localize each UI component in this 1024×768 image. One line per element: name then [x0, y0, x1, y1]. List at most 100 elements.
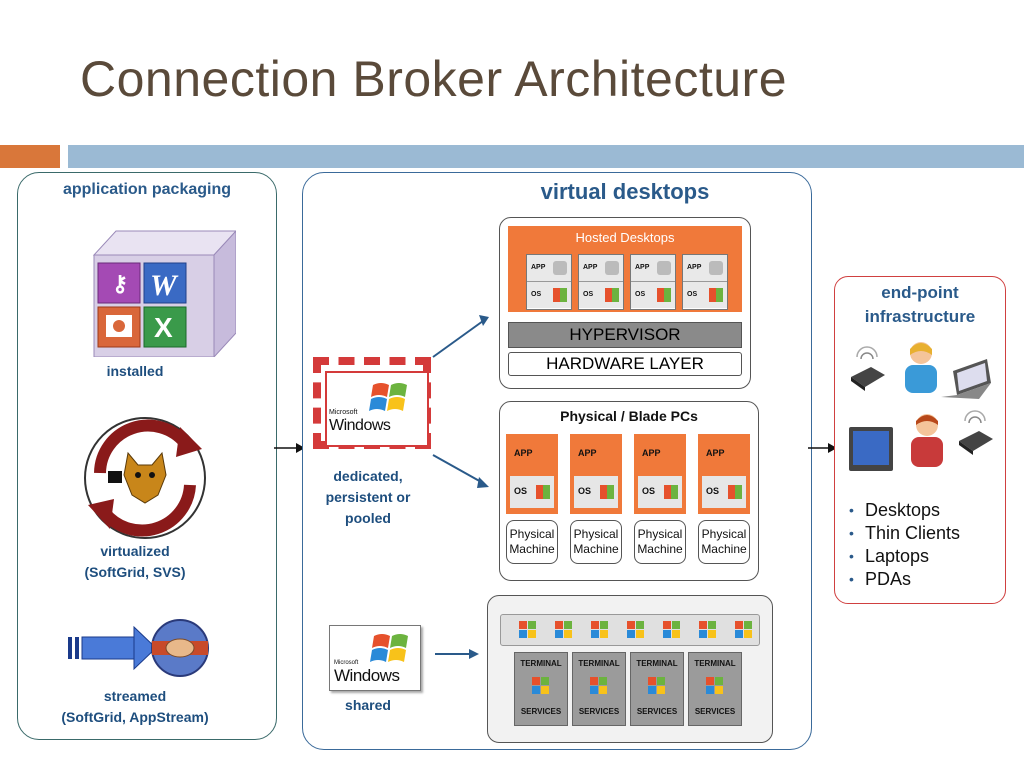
windows-flag-icons — [519, 621, 752, 638]
os-label: OS — [706, 486, 720, 496]
hosted-desktops-box: Hosted Desktops APP OS APP OS APP OS APP… — [499, 217, 751, 389]
virtualized-app-icon — [84, 417, 206, 539]
svg-text:⚷: ⚷ — [112, 271, 128, 296]
windows-flag-icon — [728, 485, 742, 499]
app-label: APP — [642, 448, 661, 458]
hosted-desktops-title: Hosted Desktops — [575, 230, 675, 245]
list-item: Laptops — [847, 545, 960, 568]
os-label: OS — [514, 486, 528, 496]
windows-flag-icon — [600, 485, 614, 499]
physical-pc: APP OS — [698, 434, 750, 514]
virtualized-sublabel: (SoftGrid, SVS) — [84, 564, 186, 580]
arrow-to-physical — [432, 454, 489, 488]
arrow-packaging-to-desktops — [274, 443, 305, 453]
windows-flag-icon — [370, 634, 408, 662]
terminal-services-server: TERMINAL SERVICES — [688, 652, 742, 726]
list-item: Desktops — [847, 499, 960, 522]
physical-pc: APP OS — [570, 434, 622, 514]
arrow-desktops-to-endpoints — [808, 443, 837, 453]
persistent-label: persistent or — [325, 489, 411, 505]
application-packaging-panel: application packaging ⚷ W X installed vi… — [17, 172, 277, 740]
streamed-app-icon — [68, 619, 209, 677]
windows-flag-icon — [605, 288, 619, 302]
app-label: APP — [687, 264, 702, 271]
windows-flag-icon — [536, 485, 550, 499]
os-label: OS — [531, 291, 542, 298]
windows-flag-icon — [706, 677, 723, 694]
windows-small-text: Microsoft — [334, 660, 359, 666]
hosted-desktops-area: Hosted Desktops APP OS APP OS APP OS APP… — [508, 226, 742, 312]
app-label: APP — [706, 448, 725, 458]
hosted-vm: APP OS — [578, 254, 624, 310]
hosted-vm: APP OS — [682, 254, 728, 310]
installed-label: installed — [106, 363, 164, 379]
hardware-layer: HARDWARE LAYER — [508, 352, 742, 376]
pooled-label: pooled — [345, 510, 391, 526]
windows-big-text: Windows — [334, 666, 400, 685]
hypervisor-layer: HYPERVISOR — [508, 322, 742, 348]
terminal-services-server: TERMINAL SERVICES — [514, 652, 568, 726]
app-label: APP — [635, 264, 650, 271]
arrow-to-terminal — [435, 649, 479, 659]
hosted-vm: APP OS — [526, 254, 572, 310]
app-label: APP — [514, 448, 533, 458]
svg-text:W: W — [150, 269, 179, 302]
virtual-desktops-title: virtual desktops — [540, 179, 710, 204]
os-label: OS — [635, 291, 646, 298]
app-label: APP — [531, 264, 546, 271]
terminal-services-server: TERMINAL SERVICES — [630, 652, 684, 726]
windows-shared-logo: Microsoft Windows — [329, 625, 421, 691]
infrastructure-title: infrastructure — [864, 307, 976, 326]
physical-blade-pcs-box: Physical / Blade PCs APP OS APP OS APP O… — [499, 401, 759, 581]
os-label: OS — [578, 486, 592, 496]
terminal-services-box: TERMINAL SERVICES TERMINAL SERVICES TERM… — [487, 595, 773, 743]
os-label: OS — [687, 291, 698, 298]
shared-label: shared — [345, 697, 391, 713]
os-label: OS — [583, 291, 594, 298]
app-icon — [657, 261, 671, 275]
physical-pc: APP OS — [506, 434, 558, 514]
windows-flag-icon — [553, 288, 567, 302]
endpoint-devices-icon — [849, 342, 993, 471]
windows-flag-icon — [532, 677, 549, 694]
svg-text:X: X — [154, 312, 173, 343]
physical-blade-pcs-title: Physical / Blade PCs — [560, 408, 698, 424]
list-item: PDAs — [847, 568, 960, 591]
windows-flag-icon — [590, 677, 607, 694]
virtual-desktops-panel: virtual desktops Microsoft Windows dedic… — [302, 172, 812, 750]
page-title: Connection Broker Architecture — [80, 51, 788, 107]
endpoint-list: Desktops Thin Clients Laptops PDAs — [847, 499, 960, 591]
terminal-services-server: TERMINAL SERVICES — [572, 652, 626, 726]
dedicated-label: dedicated, — [333, 468, 403, 484]
os-label: OS — [642, 486, 656, 496]
streamed-sublabel: (SoftGrid, AppStream) — [61, 709, 209, 725]
end-point-title: end-point — [881, 283, 959, 302]
app-label: APP — [578, 448, 597, 458]
app-icon — [553, 261, 567, 275]
windows-flag-icon — [648, 677, 665, 694]
windows-dedicated-logo: Microsoft Windows — [313, 357, 431, 449]
application-packaging-title: application packaging — [62, 181, 232, 198]
windows-flag-icon — [709, 288, 723, 302]
arrow-to-hosted — [432, 315, 489, 358]
app-icon — [709, 261, 723, 275]
virtualized-label: virtualized — [100, 543, 170, 559]
windows-small-text: Microsoft — [329, 409, 358, 416]
end-point-infrastructure-panel: end-point infrastructure Desktops Thin C… — [834, 276, 1006, 604]
windows-flag-icon — [657, 288, 671, 302]
list-item: Thin Clients — [847, 522, 960, 545]
streamed-label: streamed — [103, 688, 167, 704]
hosted-vm: APP OS — [630, 254, 676, 310]
session-flags-row — [500, 614, 760, 646]
app-label: APP — [583, 264, 598, 271]
windows-flag-icon — [369, 383, 407, 411]
windows-flag-icon — [664, 485, 678, 499]
accent-bar-orange — [0, 145, 60, 168]
accent-bar-blue — [68, 145, 1024, 168]
windows-big-text: Windows — [329, 417, 391, 434]
office-cube-icon: ⚷ W X — [92, 230, 236, 357]
